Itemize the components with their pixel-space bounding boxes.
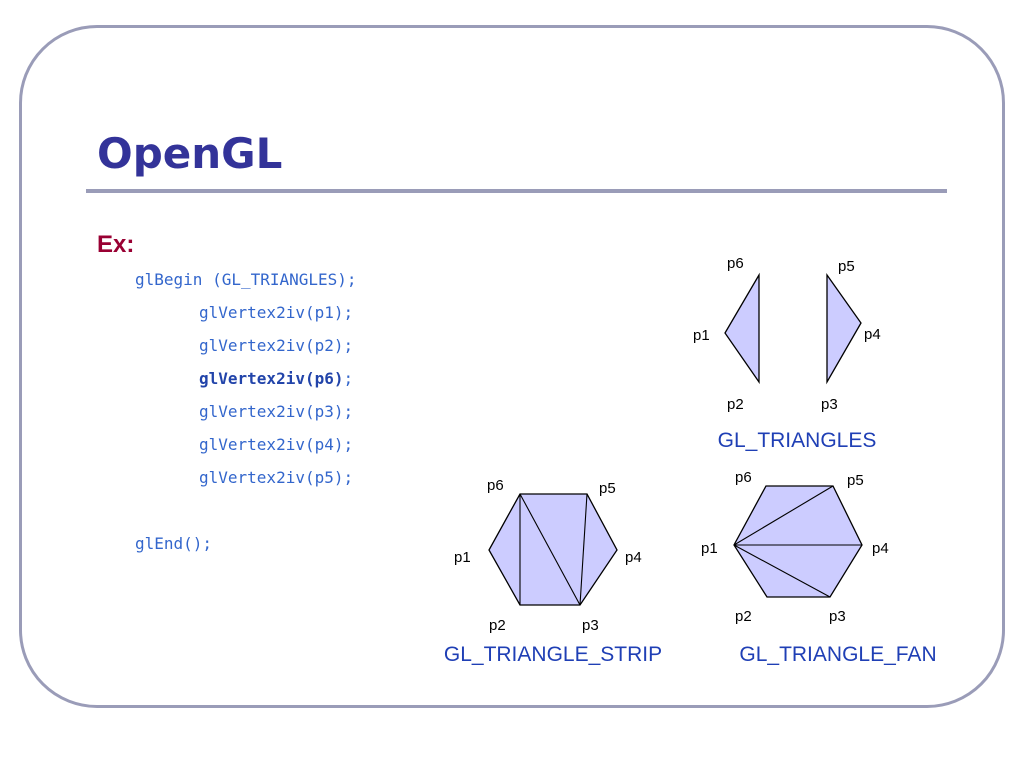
caption-gl-triangle-strip: GL_TRIANGLE_STRIP <box>444 643 662 666</box>
code-end: glEnd(); <box>135 534 213 553</box>
triangle-p1-p2-p6 <box>724 272 760 385</box>
fan-label-p4: p4 <box>872 540 889 557</box>
tri-label-p2: p2 <box>727 396 744 413</box>
strip-label-p1: p1 <box>454 549 471 566</box>
strip-label-p4: p4 <box>625 549 642 566</box>
slide-frame <box>19 25 1005 708</box>
tri-label-p1: p1 <box>693 327 710 344</box>
fan-edge-p1-p5 <box>733 485 834 546</box>
strip-hexagon <box>488 493 618 606</box>
fan-label-p2: p2 <box>735 608 752 625</box>
gl-triangle-strip-diagram: p6 p5 p1 p4 p2 p3 GL_TRIANGLE_STRIP <box>444 477 662 666</box>
strip-label-p3: p3 <box>582 617 599 634</box>
caption-gl-triangle-fan: GL_TRIANGLE_FAN <box>739 643 936 666</box>
code-begin: glBegin (GL_TRIANGLES); <box>135 270 357 289</box>
code-vertex-p1: glVertex2iv(p1); <box>199 303 354 322</box>
code-vertex-p6-highlighted: glVertex2iv(p6); <box>199 369 353 389</box>
fan-label-p6: p6 <box>735 469 752 486</box>
tri-label-p4: p4 <box>864 326 881 343</box>
title-divider <box>86 189 947 193</box>
triangle-p3-p4-p5 <box>826 272 862 385</box>
strip-label-p5: p5 <box>599 480 616 497</box>
gl-triangle-fan-diagram: p6 p5 p1 p4 p2 p3 GL_TRIANGLE_FAN <box>701 469 937 666</box>
strip-edge-p5-p3 <box>579 493 588 606</box>
code-vertex-p5: glVertex2iv(p5); <box>199 468 354 487</box>
code-vertex-p2: glVertex2iv(p2); <box>199 336 354 355</box>
caption-gl-triangles: GL_TRIANGLES <box>718 429 877 452</box>
fan-edge-p1-p3 <box>733 544 831 598</box>
fan-label-p1: p1 <box>701 540 718 557</box>
tri-label-p3: p3 <box>821 396 838 413</box>
tri-label-p5: p5 <box>838 258 855 275</box>
strip-label-p2: p2 <box>489 617 506 634</box>
code-vertex-p4: glVertex2iv(p4); <box>199 435 354 454</box>
tri-label-p6: p6 <box>727 255 744 272</box>
strip-label-p6: p6 <box>487 477 504 494</box>
strip-edge-p6-p3 <box>519 493 581 606</box>
gl-triangles-diagram: p6 p5 p1 p4 p2 p3 GL_TRIANGLES <box>693 255 881 452</box>
example-label: Ex: <box>97 231 135 258</box>
fan-label-p5: p5 <box>847 472 864 489</box>
fan-label-p3: p3 <box>829 608 846 625</box>
fan-hexagon <box>733 485 863 598</box>
code-vertex-p6-text: glVertex2iv(p6) <box>199 369 344 388</box>
slide-title: OpenGL <box>97 129 283 178</box>
code-vertex-p3: glVertex2iv(p3); <box>199 402 354 421</box>
code-vertex-p6-semicolon: ; <box>343 369 354 388</box>
